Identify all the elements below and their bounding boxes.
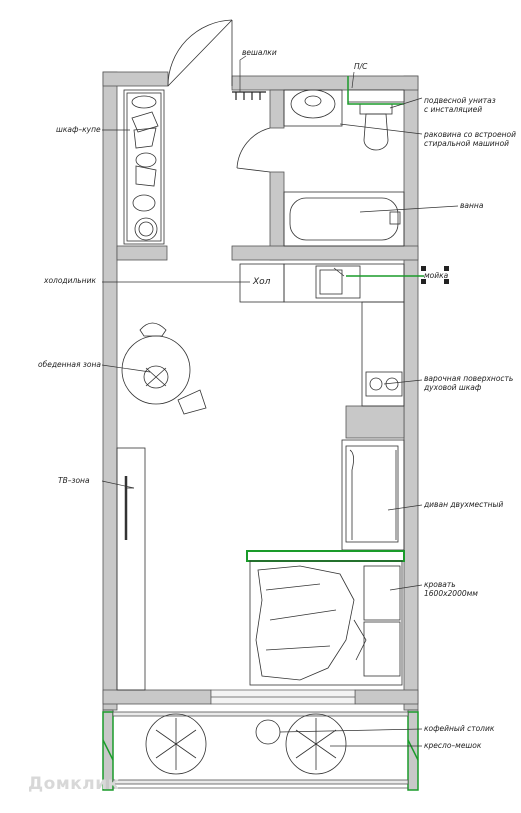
label-sofa: диван двухместный [424,500,504,509]
label-kitchen-sink: мойка [424,271,449,280]
bathroom [236,89,405,247]
label-bed-line2: 1600х2000мм [424,589,478,598]
window-bottom [210,689,356,705]
label-shaft: П/С [354,62,368,71]
tv-zone [116,447,146,691]
entrance-door [167,19,233,87]
balcony-green-walls [102,711,419,791]
selection-handles [421,266,449,284]
label-dining: обеденная зона [38,360,102,369]
watermark: Домклик [28,774,120,794]
leader-lines [101,55,459,747]
sofa [341,439,405,551]
label-toilet-line2: с инсталяцией [424,105,483,114]
label-sink-line1: раковина со встроеной [424,130,516,139]
balcony-furniture [145,713,347,775]
label-fridge-tag: Хол [253,277,271,287]
label-coffee-table: кофейный столик [424,724,495,733]
bed [246,550,405,686]
label-hob-line1: варочная поверхность [424,374,514,383]
label-bed-line1: кровать [424,580,456,589]
coat-hooks [232,91,266,100]
label-hob-line2: духовой шкаф [424,383,482,392]
label-bathtub: ванна [460,201,484,210]
label-wardrobe: шкаф–купе [56,125,101,134]
wardrobe [123,89,165,245]
walls [102,71,419,791]
label-coat-hooks: вешалки [242,48,277,57]
dining-area [121,322,207,415]
label-beanbag: кресло–мешок [424,741,482,750]
label-tv: ТВ–зона [58,476,90,485]
shaft-green [347,76,404,105]
kitchen [239,263,405,407]
label-sink-line2: стиральной машиной [424,139,510,148]
label-fridge: холодильник [44,276,96,285]
label-toilet-line1: подвесной унитаз [424,96,496,105]
balcony-rail [112,711,409,789]
